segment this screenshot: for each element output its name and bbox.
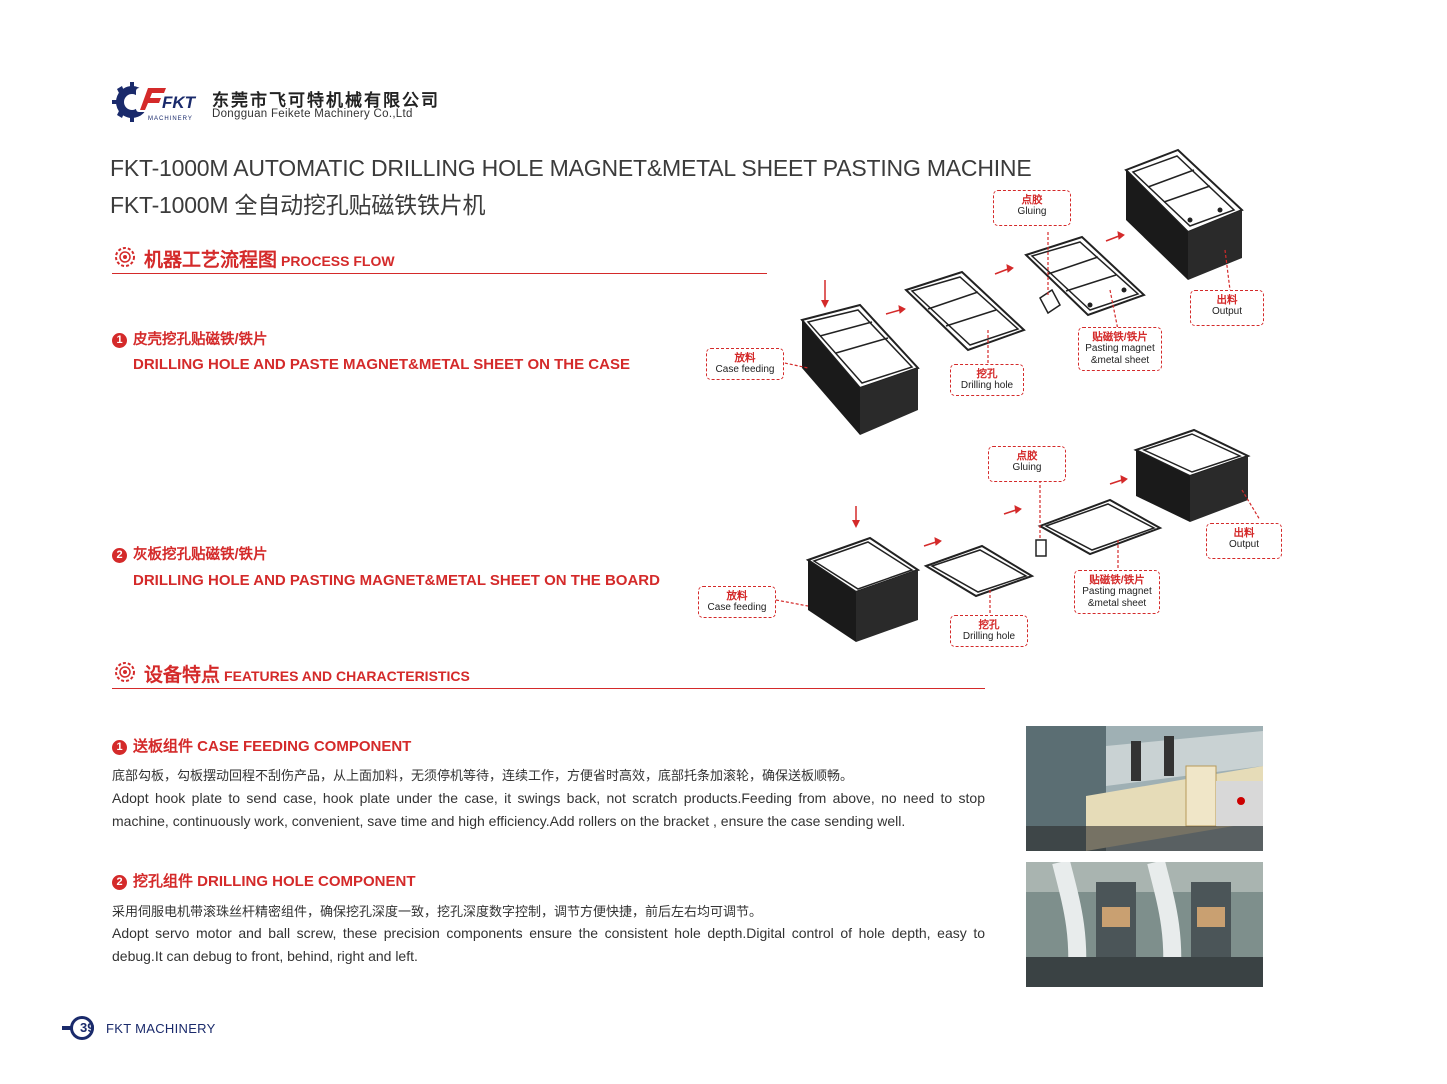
label-cn: 挖孔 bbox=[976, 368, 998, 380]
glue-nozzle-icon bbox=[1035, 539, 1047, 557]
feature-1-desc-en: Adopt hook plate to send case, hook plat… bbox=[112, 790, 985, 829]
footer-logo-icon bbox=[58, 1014, 98, 1047]
company-name-cn: 东莞市飞可特机械有限公司 bbox=[212, 91, 440, 110]
company-logo: FKT MACHINERY bbox=[108, 80, 204, 124]
step-2-cn: 灰板挖孔贴磁铁/铁片 bbox=[133, 547, 268, 563]
process-flow-title-cn: 机器工艺流程图 bbox=[144, 250, 278, 271]
board-output-box bbox=[1133, 428, 1251, 522]
gear-icon bbox=[112, 244, 138, 275]
feature-2-desc-en: Adopt servo motor and ball screw, these … bbox=[112, 925, 985, 964]
drilling-component-photo bbox=[1026, 862, 1263, 987]
step-2-en: DRILLING HOLE AND PASTING MAGNET&METAL S… bbox=[133, 572, 660, 589]
label-gluing-2: 点胶 Gluing bbox=[988, 446, 1066, 482]
label-cn: 点胶 bbox=[1016, 450, 1038, 462]
svg-text:FKT: FKT bbox=[162, 93, 197, 112]
label-cn: 点胶 bbox=[1021, 194, 1043, 206]
label-en: Drilling hole bbox=[960, 380, 1014, 391]
label-cn: 出料 bbox=[1233, 527, 1255, 539]
divider bbox=[112, 688, 985, 689]
label-cn: 挖孔 bbox=[978, 619, 1000, 631]
label-cn: 放料 bbox=[726, 590, 748, 602]
case-sheet-drilling bbox=[904, 270, 1026, 352]
label-en: Gluing bbox=[1017, 206, 1047, 217]
label-en: &metal sheet bbox=[1090, 355, 1150, 366]
label-en: &metal sheet bbox=[1087, 598, 1147, 609]
process-flow-title-en: PROCESS FLOW bbox=[281, 253, 395, 269]
leader-lines bbox=[779, 232, 1231, 369]
feature-2-desc-cn: 采用伺服电机带滚珠丝杆精密组件，确保挖孔深度一致，挖孔深度数字控制，调节方便快捷… bbox=[112, 904, 763, 919]
board-sheet-drilling bbox=[923, 544, 1035, 598]
step-1-en: DRILLING HOLE AND PASTE MAGNET&METAL SHE… bbox=[133, 356, 630, 373]
svg-text:MACHINERY: MACHINERY bbox=[148, 116, 193, 122]
step-number-badge: 2 bbox=[112, 548, 127, 563]
feature-1-title-text: 送板组件 CASE FEEDING COMPONENT bbox=[133, 738, 412, 755]
case-sheet-pasting bbox=[1024, 235, 1146, 317]
feature-1-title: 1 送板组件 CASE FEEDING COMPONENT bbox=[112, 735, 411, 756]
features-title-en: FEATURES AND CHARACTERISTICS bbox=[224, 668, 470, 684]
label-en: Pasting magnet bbox=[1082, 586, 1152, 597]
label-output: 出料 Output bbox=[1190, 290, 1264, 326]
gear-icon bbox=[112, 659, 138, 690]
case-feeding-photo bbox=[1026, 726, 1263, 851]
footer-brand: FKT MACHINERY bbox=[106, 1021, 216, 1036]
label-pasting: 贴磁铁/铁片 Pasting magnet &metal sheet bbox=[1078, 327, 1162, 371]
label-en: Case feeding bbox=[715, 364, 775, 375]
label-cn: 贴磁铁/铁片 bbox=[1092, 331, 1148, 343]
step-number-badge: 1 bbox=[112, 333, 127, 348]
board-stack-input bbox=[805, 536, 921, 642]
label-en: Pasting magnet bbox=[1085, 343, 1155, 354]
label-en: Output bbox=[1228, 539, 1260, 550]
flow-arrows bbox=[885, 231, 1125, 315]
label-en: Output bbox=[1211, 306, 1243, 317]
label-cn: 出料 bbox=[1216, 294, 1238, 306]
label-case-feeding-2: 放料 Case feeding bbox=[698, 586, 776, 618]
label-pasting-2: 贴磁铁/铁片 Pasting magnet &metal sheet bbox=[1074, 570, 1160, 614]
case-stack-input bbox=[800, 303, 920, 435]
label-cn: 放料 bbox=[734, 352, 756, 364]
company-name-en: Dongguan Feikete Machinery Co.,Ltd bbox=[212, 108, 413, 120]
label-en: Case feeding bbox=[707, 602, 767, 613]
label-drilling-hole-2: 挖孔 Drilling hole bbox=[950, 615, 1028, 647]
label-gluing: 点胶 Gluing bbox=[993, 190, 1071, 226]
feature-2-title-text: 挖孔组件 DRILLING HOLE COMPONENT bbox=[133, 873, 416, 890]
glue-nozzle-icon bbox=[1039, 288, 1061, 315]
board-sheet-pasting bbox=[1037, 498, 1163, 556]
features-title-cn: 设备特点 bbox=[144, 665, 221, 686]
case-output-box bbox=[1124, 148, 1244, 280]
divider bbox=[112, 273, 767, 274]
process-diagram-case bbox=[779, 148, 1244, 435]
process-diagram-board bbox=[775, 428, 1261, 642]
step-1-title: 1 皮壳挖孔贴磁铁/铁片 bbox=[112, 328, 268, 349]
feature-number-badge: 2 bbox=[112, 875, 127, 890]
page-number: 39 bbox=[80, 1020, 95, 1035]
feature-number-badge: 1 bbox=[112, 740, 127, 755]
step-2-title: 2 灰板挖孔贴磁铁/铁片 bbox=[112, 543, 268, 564]
label-en: Drilling hole bbox=[962, 631, 1016, 642]
feature-2-title: 2 挖孔组件 DRILLING HOLE COMPONENT bbox=[112, 870, 416, 891]
label-output-2: 出料 Output bbox=[1206, 523, 1282, 559]
label-cn: 贴磁铁/铁片 bbox=[1089, 574, 1145, 586]
page-title-en: FKT-1000M AUTOMATIC DRILLING HOLE MAGNET… bbox=[110, 155, 1032, 181]
flow-arrows bbox=[923, 475, 1128, 547]
feature-1-desc-cn: 底部勾板，勾板摆动回程不刮伤产品，从上面加料，无须停机等待，连续工作，方便省时高… bbox=[112, 768, 854, 783]
page-title-cn: FKT-1000M 全自动挖孔贴磁铁铁片机 bbox=[110, 192, 486, 218]
label-en: Gluing bbox=[1012, 462, 1042, 473]
label-drilling-hole: 挖孔 Drilling hole bbox=[950, 364, 1024, 396]
step-1-cn: 皮壳挖孔贴磁铁/铁片 bbox=[133, 332, 268, 348]
leader-lines bbox=[775, 480, 1261, 615]
label-case-feeding: 放料 Case feeding bbox=[706, 348, 784, 380]
